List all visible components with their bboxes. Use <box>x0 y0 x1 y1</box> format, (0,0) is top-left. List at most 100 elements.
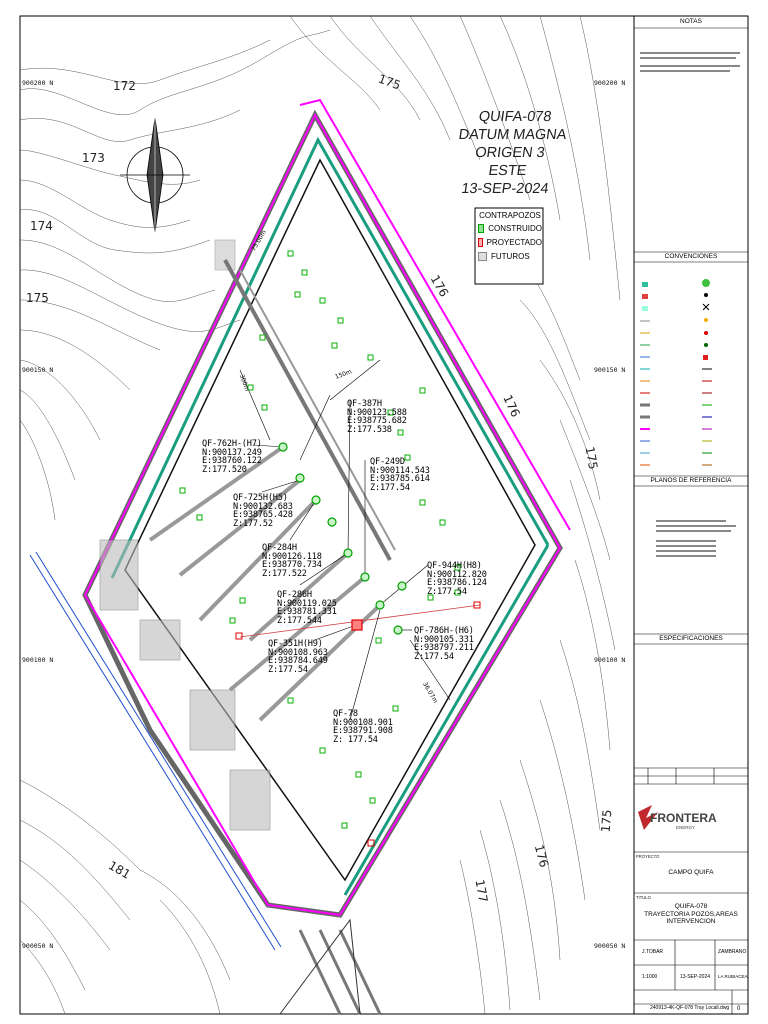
northing-label: 900200 N <box>22 79 54 87</box>
legend-item-futuros: FUTUROS <box>478 252 542 261</box>
well-name: QF-944H(H8) <box>427 561 482 571</box>
well-northing: N:900108.901 <box>333 717 393 728</box>
well-northing: N:900105.331 <box>414 634 474 645</box>
well-easting: E:938770.734 <box>262 560 322 570</box>
well-elevation: Z: 177.54 <box>333 734 378 745</box>
well-name: QF-249D <box>370 457 405 467</box>
contrapozo-markers <box>179 250 461 829</box>
well-northing: N:900126.118 <box>262 551 322 562</box>
legend-label-proyectado: PROYECTADO <box>486 238 542 247</box>
legend-title: CONTRAPOZOS <box>479 211 541 220</box>
well-elevation: Z:177.52 <box>233 518 273 529</box>
well-easting: E:938760.122 <box>202 456 262 466</box>
title-block-lines <box>634 27 748 1014</box>
proyectado-markers <box>235 601 481 847</box>
notas-text <box>640 52 740 72</box>
project-field: CAMPO QUIFA <box>668 869 714 876</box>
northing-label: 900100 N <box>594 656 626 664</box>
northing-label: 900150 N <box>594 366 626 374</box>
well-name: QF-725H(H5) <box>233 493 288 503</box>
title-line-2: DATUM MAGNA <box>457 127 568 143</box>
fecha-value: 13-SEP-2024 <box>680 974 711 980</box>
well-elevation: Z:177.522 <box>262 568 307 579</box>
well-easting: E:938765.428 <box>233 510 293 520</box>
well-label-qf-351h: QF-351H(H9) N:900108.963 E:938784.649 Z:… <box>268 640 328 674</box>
elevation-label: 174 <box>30 219 53 233</box>
title-label: TITULO <box>636 895 651 900</box>
well-elevation: Z:177.538 <box>347 424 392 435</box>
well-elevation: Z:177.54 <box>414 651 454 662</box>
wellhead-symbols <box>278 442 407 635</box>
well-northing: N:900112.820 <box>427 569 487 580</box>
well-northing: N:900132.683 <box>233 501 293 512</box>
elevation-label: 175 <box>598 808 615 834</box>
well-name: QF-786H-(H6) <box>414 626 474 636</box>
title-line-1: QUIFA-078 <box>477 109 553 125</box>
well-name: QF-351H(H9) <box>268 639 323 649</box>
access-road <box>279 918 361 1015</box>
title-line-3: ORIGEN 3 ESTE <box>474 145 546 179</box>
elevation-label: 175 <box>582 445 601 471</box>
well-easting: E:938797.211 <box>414 643 474 653</box>
well-elevation: Z:177.54 <box>370 482 410 493</box>
well-northing: N:900119.025 <box>277 598 337 609</box>
drawing-title-line: TRAYECTORIA POZOS,AREAS <box>644 910 738 918</box>
legend-label-construido: CONSTRUIDO <box>488 224 542 233</box>
drawing-title: QUIFA-078 TRAYECTORIA POZOS,AREAS INTERV… <box>634 903 748 926</box>
elevation-label: 173 <box>82 151 105 165</box>
well-elevation: Z:177.54 <box>268 664 308 675</box>
leader-lines <box>239 359 451 721</box>
well-name: QF-284H <box>262 543 297 553</box>
especificaciones-heading: ESPECIFICACIONES <box>659 635 723 642</box>
elevation-label: 172 <box>113 79 136 93</box>
northing-label: 900050 N <box>594 942 626 950</box>
well-label-qf-944h: QF-944H(H8) N:900112.820 E:938786.124 Z:… <box>427 562 487 596</box>
elaboro-value: J.TOBAR <box>642 949 664 955</box>
well-label-qf-786h: QF-786H-(H6) N:900105.331 E:938797.211 Z… <box>414 627 474 661</box>
well-northing: N:900114.543 <box>370 465 430 476</box>
well-name: QF-387H <box>347 399 382 409</box>
well-elevation: Z:177.54 <box>427 586 467 597</box>
title-line-4: 13-SEP-2024 <box>460 181 550 197</box>
northing-label: 900200 N <box>594 79 626 87</box>
well-easting: E:938775.682 <box>347 416 407 426</box>
construido-swatch <box>478 224 485 233</box>
file-code: 240913-4K-QF-078 Tray Locali.dwg <box>650 1005 730 1011</box>
company-logo <box>638 805 658 830</box>
well-label-qf-284h: QF-284H N:900126.118 E:938770.734 Z:177.… <box>262 544 322 578</box>
notas-heading: NOTAS <box>680 18 702 25</box>
well-name: QF-286H <box>277 590 312 600</box>
well-northing: N:900137.249 <box>202 447 262 458</box>
planos-text <box>656 520 736 560</box>
drawing-title-line: INTERVENCION <box>666 918 716 925</box>
north-arrow <box>120 117 190 233</box>
northing-label: 900050 N <box>22 942 54 950</box>
escala-value: 1:1000 <box>642 974 658 980</box>
conventions-swatches <box>640 279 712 466</box>
well-easting: E:938784.649 <box>268 656 328 666</box>
well-label-qf-725h: QF-725H(H5) N:900132.683 E:938765.428 Z:… <box>233 494 293 528</box>
well-label-qf-78: QF-78 N:900108.901 E:938791.908 Z: 177.5… <box>333 710 393 744</box>
well-label-qf-286h: QF-286H N:900119.025 E:938781.331 Z:177.… <box>277 591 337 625</box>
legend-box <box>474 207 544 285</box>
well-label-qf-762h: QF-762H-(H7) N:900137.249 E:938760.122 Z… <box>202 440 262 474</box>
northing-label: 900100 N <box>22 656 54 664</box>
company-name: FRONTERA <box>650 811 717 825</box>
convenciones-heading: CONVENCIONES <box>664 253 718 260</box>
well-easting: E:938791.908 <box>333 726 393 736</box>
elevation-label: 177 <box>472 878 491 904</box>
legend: CONTRAPOZOS CONSTRUIDO PROYECTADO FUTURO… <box>478 211 542 261</box>
well-name: QF-78 <box>333 709 358 719</box>
well-name: QF-762H-(H7) <box>202 439 262 449</box>
drainage-channel <box>29 551 282 951</box>
planos-heading: PLANOS DE REFERENCIA <box>650 477 732 484</box>
legend-label-futuros: FUTUROS <box>491 252 530 261</box>
sheet-number: 0 <box>737 1006 741 1012</box>
company-sub: ENERGY <box>676 825 696 830</box>
well-label-qf-387h: QF-387H N:900123.588 E:938775.682 Z:177.… <box>347 400 407 434</box>
drawing-title-line: QUIFA-078 <box>674 903 708 910</box>
well-easting: E:938785.614 <box>370 474 430 484</box>
project-field-label: PROYECTO <box>636 854 660 859</box>
